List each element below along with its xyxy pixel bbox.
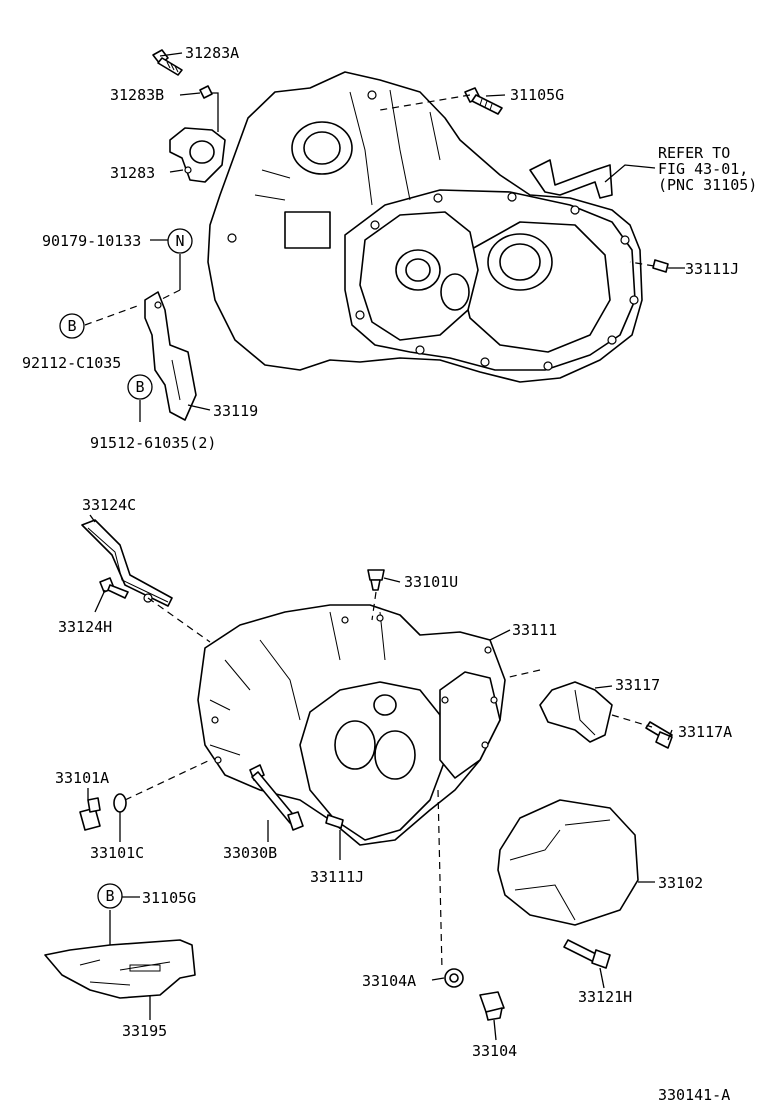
part-33101C-washer [113,793,127,813]
part-labels: 31283A 31283B 31283 31105G REFER TO FIG … [22,44,757,1104]
label-31105G-bottom: 31105G [142,889,196,907]
marker-B2-text: B [135,378,144,396]
marker-N-text: N [175,232,184,250]
label-33111: 33111 [512,621,557,639]
label-33030B: 33030B [223,844,277,862]
marker-N: N [167,228,193,254]
part-33104A-washer [444,968,464,988]
label-33102: 33102 [658,874,703,892]
marker-B1-text: B [67,317,76,335]
part-33030B-bolt [249,764,304,831]
part-33119-bracket [144,291,197,421]
label-33117: 33117 [615,676,660,694]
label-33111J-top: 33111J [685,260,739,278]
label-33104: 33104 [472,1042,517,1060]
part-33121H-bolt [563,939,611,969]
marker-B-31105G: B [97,883,123,909]
label-33124C: 33124C [82,496,136,514]
label-refer-line2: FIG 43-01, [658,160,748,178]
label-31283: 31283 [110,164,155,182]
part-33111J-pin-top [652,259,669,273]
label-33101U: 33101U [404,573,458,591]
label-refer-line3: (PNC 31105) [658,176,757,194]
label-33101A: 33101A [55,769,109,787]
label-33117A: 33117A [678,723,732,741]
part-33102-cover [497,799,639,926]
part-33111J-pin-bottom [325,814,344,829]
part-33124H-bolt [99,577,129,599]
label-33124H: 33124H [58,618,112,636]
leader-lines [84,52,685,1041]
part-31105G-bolt-top [464,87,503,115]
label-31283B: 31283B [110,86,164,104]
transaxle-case-lower [197,604,506,846]
part-33117A-bolt [645,721,673,749]
label-figure-id: 330141-A [658,1086,730,1104]
label-refer-line1: REFER TO [658,144,730,162]
part-33101U-plug [367,569,385,591]
label-90179: 90179-10133 [42,232,141,250]
label-33104A: 33104A [362,972,416,990]
label-33121H: 33121H [578,988,632,1006]
part-31283A-bolt [152,49,183,76]
marker-B-91512: B [127,374,153,400]
transaxle-case-upper [207,71,643,383]
part-31283-retainer [169,127,226,183]
part-33104-plug [479,991,505,1021]
label-33101C: 33101C [90,844,144,862]
part-33101A-plug [79,797,101,831]
label-33195: 33195 [122,1022,167,1040]
label-33111J-bottom: 33111J [310,868,364,886]
label-31105G-top: 31105G [510,86,564,104]
part-33117-mount [539,681,613,743]
label-91512: 91512-61035(2) [90,434,216,452]
label-92112: 92112-C1035 [22,354,121,372]
part-33195-plate [44,939,196,999]
marker-B-92112: B [59,313,85,339]
part-31283B-pin [199,85,213,99]
label-31283A: 31283A [185,44,239,62]
label-33119: 33119 [213,402,258,420]
marker-B3-text: B [105,887,114,905]
